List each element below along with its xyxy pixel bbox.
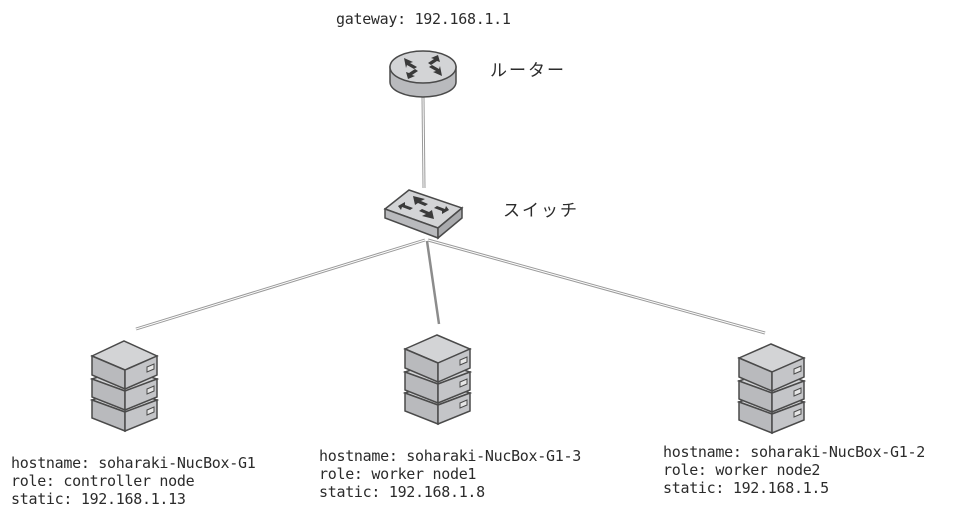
link-router-switch-core — [422, 96, 425, 189]
router-icon — [389, 50, 457, 98]
node-info-2: hostname: soharaki-NucBox-G1-3 role: wor… — [319, 449, 581, 500]
network-links — [135, 96, 766, 335]
link-switch-node-3-core — [427, 239, 766, 334]
node-role: role: controller node — [11, 472, 195, 490]
node-role: role: worker node1 — [319, 465, 477, 483]
switch-label: スイッチ — [503, 201, 579, 221]
node-static-ip: static: 192.168.1.5 — [663, 479, 829, 497]
node-info-1: hostname: soharaki-NucBox-G1 role: contr… — [11, 454, 256, 508]
server-icon-3 — [736, 343, 807, 435]
node-info-3: hostname: soharaki-NucBox-G1-2 role: wor… — [663, 445, 925, 496]
router-gateway-label: gateway: 192.168.1.1 — [336, 10, 511, 28]
node-hostname: hostname: soharaki-NucBox-G1-3 — [319, 447, 581, 465]
server-icon-2 — [402, 334, 473, 426]
switch-icon — [383, 189, 464, 240]
node-hostname: hostname: soharaki-NucBox-G1 — [11, 454, 256, 472]
link-switch-node-2 — [425, 240, 441, 325]
router-label: ルーター — [490, 61, 566, 81]
node-role: role: worker node2 — [663, 461, 821, 479]
node-static-ip: static: 192.168.1.8 — [319, 483, 485, 501]
node-static-ip: static: 192.168.1.13 — [11, 490, 186, 508]
node-hostname: hostname: soharaki-NucBox-G1-2 — [663, 443, 925, 461]
link-switch-node-1-core — [135, 239, 426, 330]
server-icon-1 — [89, 340, 160, 433]
